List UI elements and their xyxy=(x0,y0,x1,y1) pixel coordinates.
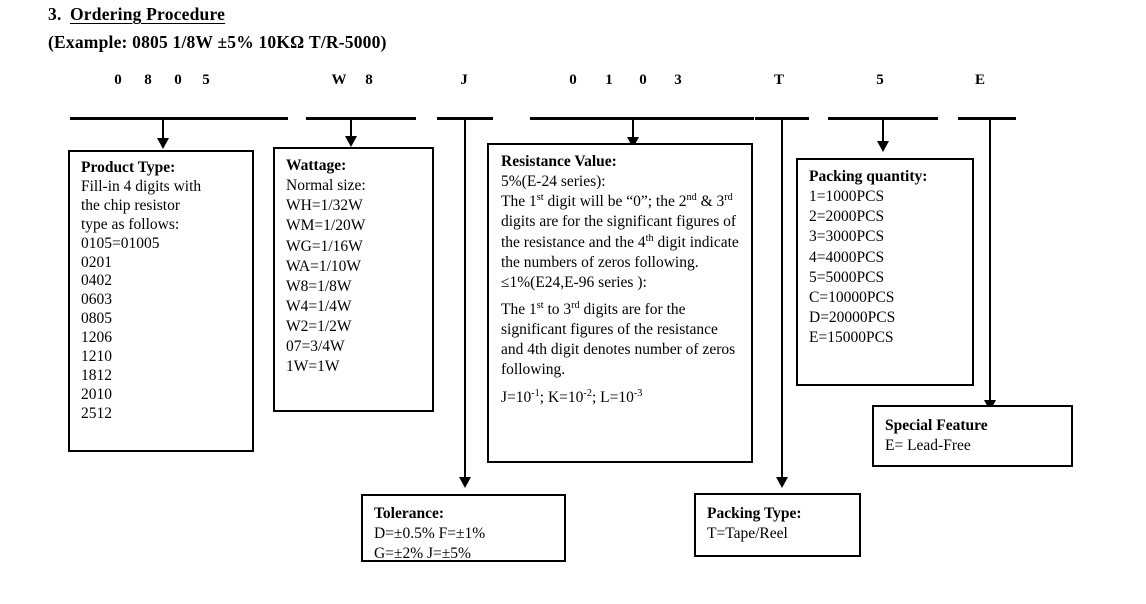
wattage-line: WM=1/20W xyxy=(286,217,366,235)
tolerance-line: G=±2% J=±5% xyxy=(374,545,471,563)
box-wattage: Wattage: Normal size: WH=1/32W WM=1/20W … xyxy=(273,147,434,412)
product-type-line: 0201 xyxy=(81,253,112,271)
box-product-type: Product Type: Fill-in 4 digits with the … xyxy=(68,150,254,452)
box-packing-quantity-title: Packing quantity: xyxy=(809,168,928,185)
connector-arrow-tolerance xyxy=(459,477,471,488)
box-special-feature-title: Special Feature xyxy=(885,417,988,434)
code-char-11: T xyxy=(773,72,784,88)
resistance-1pct-paragraph: The 1st to 3rd digits are for the signif… xyxy=(501,299,736,379)
box-packing-quantity: Packing quantity: 1=1000PCS 2=2000PCS 3=… xyxy=(796,158,974,386)
connector-tolerance xyxy=(464,117,466,479)
box-packing-type-title: Packing Type: xyxy=(707,505,802,522)
box-resistance-value: Resistance Value: 5%(E-24 series): The 1… xyxy=(487,143,753,463)
box-packing-type: Packing Type: T=Tape/Reel xyxy=(694,493,861,557)
product-type-line: 2512 xyxy=(81,404,112,422)
packing-type-line: T=Tape/Reel xyxy=(707,525,788,543)
connector-arrow-packing-type xyxy=(776,477,788,488)
product-type-line: 0402 xyxy=(81,272,112,290)
packing-quantity-line: 4=4000PCS xyxy=(809,248,885,266)
box-tolerance: Tolerance: D=±0.5% F=±1% G=±2% J=±5% xyxy=(361,494,566,562)
group-rule-product-type xyxy=(70,117,288,120)
group-rule-resistance xyxy=(530,117,754,120)
group-rule-special-feature xyxy=(958,117,1016,120)
code-char-10: 3 xyxy=(674,72,682,88)
wattage-line: WA=1/10W xyxy=(286,257,362,275)
resistance-5pct-paragraph: The 1st digit will be “0”; the 2nd & 3rd… xyxy=(501,192,739,271)
connector-resistance xyxy=(632,117,634,139)
packing-quantity-line: 2=2000PCS xyxy=(809,208,885,226)
product-type-line: 0805 xyxy=(81,310,112,328)
code-char-8: 1 xyxy=(605,72,613,88)
packing-quantity-line: E=15000PCS xyxy=(809,329,894,347)
code-char-9: 0 xyxy=(639,72,647,88)
resistance-1pct-label: ≤1%(E24,E-96 series ): xyxy=(501,273,647,291)
group-rule-wattage xyxy=(306,117,416,120)
wattage-line: W4=1/4W xyxy=(286,297,352,315)
code-char-6: J xyxy=(460,72,468,88)
product-type-line: 1210 xyxy=(81,348,112,366)
connector-wattage xyxy=(350,117,352,138)
example-part-number: (Example: 0805 1/8W ±5% 10KΩ T/R-5000) xyxy=(48,32,387,52)
box-wattage-title: Wattage: xyxy=(286,157,347,174)
box-product-type-title: Product Type: xyxy=(81,159,176,176)
box-tolerance-title: Tolerance: xyxy=(374,505,445,522)
product-type-line: 0105=01005 xyxy=(81,234,160,252)
packing-quantity-line: D=20000PCS xyxy=(809,308,896,326)
wattage-line: Normal size: xyxy=(286,177,366,195)
wattage-line: WG=1/16W xyxy=(286,237,363,255)
connector-arrow-packing-quantity xyxy=(877,141,889,152)
box-special-feature: Special Feature E= Lead-Free xyxy=(872,405,1073,467)
resistance-multiplier-codes: J=10-1; K=10-2; L=10-3 xyxy=(501,387,643,406)
tolerance-line: D=±0.5% F=±1% xyxy=(374,525,486,543)
connector-packing-quantity xyxy=(882,117,884,143)
packing-quantity-line: 1=1000PCS xyxy=(809,188,885,206)
code-char-0: 0 xyxy=(114,72,122,88)
special-feature-line: E= Lead-Free xyxy=(885,437,971,455)
code-char-12: 5 xyxy=(876,72,884,88)
code-char-13: E xyxy=(974,72,985,88)
product-type-line: 1812 xyxy=(81,366,112,384)
packing-quantity-line: C=10000PCS xyxy=(809,288,895,306)
packing-quantity-line: 5=5000PCS xyxy=(809,268,885,286)
section-number: 3. xyxy=(48,4,62,24)
page-title: Ordering Procedure xyxy=(70,4,226,24)
product-type-line: 1206 xyxy=(81,329,112,347)
connector-special-feature xyxy=(989,117,991,402)
connector-product-type xyxy=(162,117,164,140)
wattage-line: WH=1/32W xyxy=(286,197,363,215)
product-type-line: type as follows: xyxy=(81,215,180,233)
connector-arrow-wattage xyxy=(345,136,357,147)
code-char-1: 8 xyxy=(144,72,152,88)
product-type-line: 0603 xyxy=(81,291,112,309)
wattage-line: W2=1/2W xyxy=(286,318,352,336)
code-char-5: 8 xyxy=(365,72,373,88)
connector-packing-type xyxy=(781,117,783,479)
wattage-line: 1W=1W xyxy=(286,358,340,376)
code-char-3: 5 xyxy=(202,72,210,88)
wattage-line: W8=1/8W xyxy=(286,277,352,295)
connector-arrow-product-type xyxy=(157,138,169,149)
code-char-7: 0 xyxy=(569,72,577,88)
code-char-4: W xyxy=(331,72,347,88)
code-char-2: 0 xyxy=(174,72,182,88)
product-type-line: the chip resistor xyxy=(81,196,181,214)
wattage-line: 07=3/4W xyxy=(286,338,345,356)
box-resistance-value-title: Resistance Value: xyxy=(501,153,617,170)
connector-arrow-resistance xyxy=(627,137,639,148)
packing-quantity-line: 3=3000PCS xyxy=(809,228,885,246)
product-type-line: 2010 xyxy=(81,385,112,403)
product-type-line: Fill-in 4 digits with xyxy=(81,177,202,195)
resistance-5pct-label: 5%(E-24 series): xyxy=(501,173,606,191)
